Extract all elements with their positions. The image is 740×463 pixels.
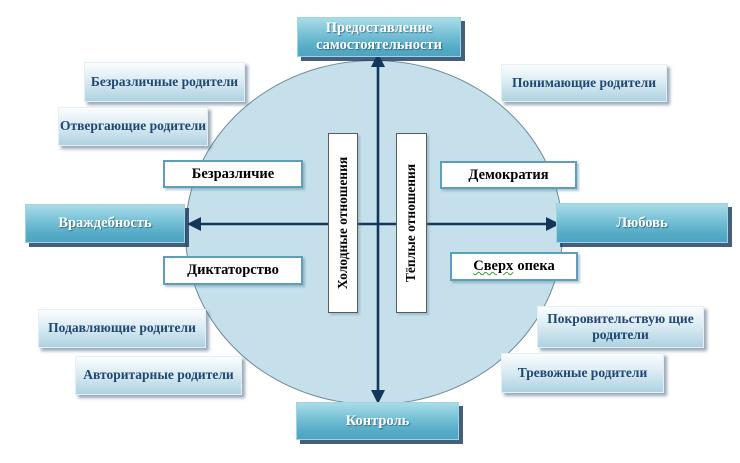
quadrant-overprotection: Сверх опека (450, 252, 578, 281)
parent-type-understanding: Понимающие родители (501, 64, 667, 102)
overprotection-word2: опека (517, 258, 555, 274)
warm-relations-label: Тёплые отношения (403, 163, 419, 283)
relations-circle (185, 60, 563, 405)
warm-relations-strip: Тёплые отношения (396, 133, 427, 313)
cold-relations-label: Холодные отношения (335, 156, 350, 290)
arrowhead-right-icon (546, 217, 560, 231)
parent-type-authoritarian: Авторитарные родители (75, 356, 242, 395)
parent-type-suppressing: Подавляющие родители (38, 309, 206, 348)
quadrant-dictatorship: Диктаторство (163, 256, 303, 285)
axis-end-autonomy: Предоставление самостоятельности (297, 17, 461, 57)
arrowhead-up-icon (371, 53, 385, 67)
parent-type-indifferent: Безразличные родители (84, 62, 245, 102)
axis-end-love: Любовь (556, 203, 728, 243)
parent-type-patronizing: Покровительствую щие родители (537, 306, 704, 348)
arrowhead-down-icon (371, 390, 385, 404)
overprotection-word1: Сверх (473, 258, 514, 274)
quadrant-indifference: Безразличие (163, 160, 303, 188)
parent-type-rejecting: Отвергающие родители (58, 107, 208, 146)
cold-relations-strip: Холодные отношения (328, 133, 358, 313)
axis-end-control: Контроль (296, 402, 459, 440)
parent-type-anxious: Тревожные родители (501, 353, 664, 393)
arrowhead-left-icon (187, 217, 201, 231)
quadrant-democracy: Демократия (440, 161, 577, 189)
axis-end-hostility: Враждебность (25, 204, 185, 243)
